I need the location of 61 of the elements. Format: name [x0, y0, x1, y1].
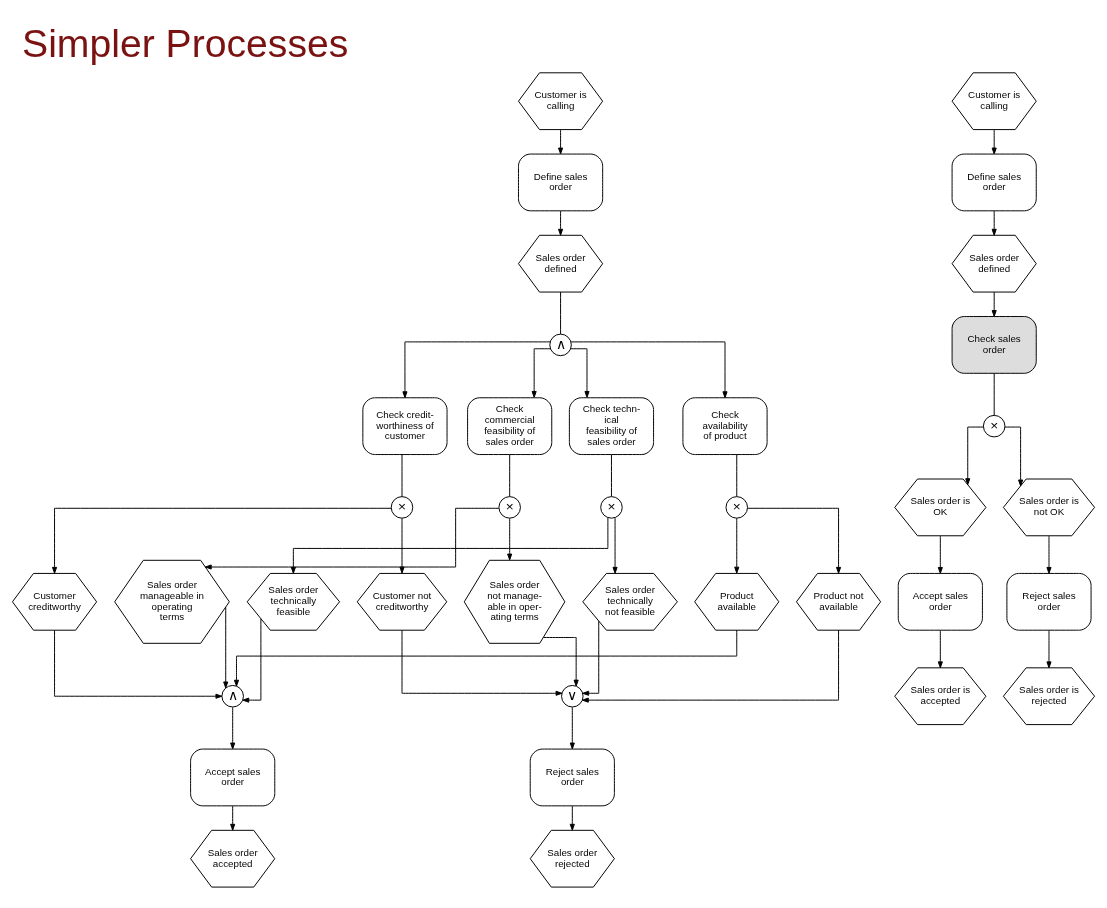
arrow — [242, 617, 262, 703]
node-circle: × — [725, 495, 748, 519]
arrow — [402, 340, 551, 398]
node-circle: ∧ — [549, 333, 572, 356]
node-circle: × — [600, 495, 623, 519]
node-box: Check availability of product — [682, 396, 768, 455]
arrow — [937, 535, 943, 574]
node-box: Reject sales order — [529, 748, 615, 806]
connector — [611, 453, 612, 497]
arrow — [991, 128, 997, 154]
arrow — [507, 517, 513, 560]
arrow — [570, 347, 590, 398]
arrow — [1046, 629, 1052, 668]
arrow — [531, 347, 551, 398]
node-circle: ∨ — [561, 684, 584, 707]
arrow — [569, 804, 575, 831]
arrow — [223, 606, 229, 688]
arrow — [582, 620, 600, 696]
node-box: Check commercial feasibility of sales order — [467, 396, 553, 455]
arrow — [991, 291, 997, 317]
arrow — [230, 804, 236, 831]
node-box: Accept sales order — [897, 572, 983, 631]
arrow — [965, 426, 984, 485]
arrow — [569, 706, 575, 749]
node-circle: × — [498, 495, 521, 519]
arrow — [230, 706, 236, 749]
arrow — [54, 629, 223, 699]
arrow — [233, 629, 738, 687]
arrow — [1004, 426, 1024, 486]
arrow — [570, 340, 728, 398]
arrow — [581, 629, 840, 703]
node-box: Reject sales order — [1006, 572, 1092, 631]
arrow — [290, 516, 609, 574]
arrow — [612, 516, 618, 574]
arrow — [401, 629, 563, 696]
arrow — [1046, 535, 1052, 574]
node-box: Check techn- ical feasibility of sales order — [568, 396, 655, 455]
arrow — [558, 209, 564, 236]
node-box: Define sales order — [951, 153, 1037, 211]
diagram-title: Simpler Processes — [22, 21, 349, 65]
node-box: Check credit- worthiness of customer — [362, 396, 448, 455]
node-box: Define sales order — [518, 153, 604, 211]
node-circle: × — [982, 414, 1006, 437]
connector — [736, 453, 738, 497]
arrow — [734, 517, 740, 573]
arrow — [991, 209, 997, 236]
node-circle: × — [390, 495, 414, 519]
node-box: Check sales order — [951, 315, 1037, 374]
arrow — [52, 507, 392, 574]
node-box: Accept sales order — [190, 748, 276, 806]
connector — [509, 453, 511, 497]
arrow — [937, 629, 943, 668]
connector — [401, 453, 403, 497]
arrow — [747, 507, 842, 574]
arrow — [204, 507, 500, 570]
arrow — [399, 517, 405, 573]
connector — [560, 291, 562, 334]
arrow — [558, 128, 564, 154]
connector — [993, 372, 995, 416]
arrow — [543, 636, 579, 686]
node-circle: ∧ — [221, 684, 244, 707]
